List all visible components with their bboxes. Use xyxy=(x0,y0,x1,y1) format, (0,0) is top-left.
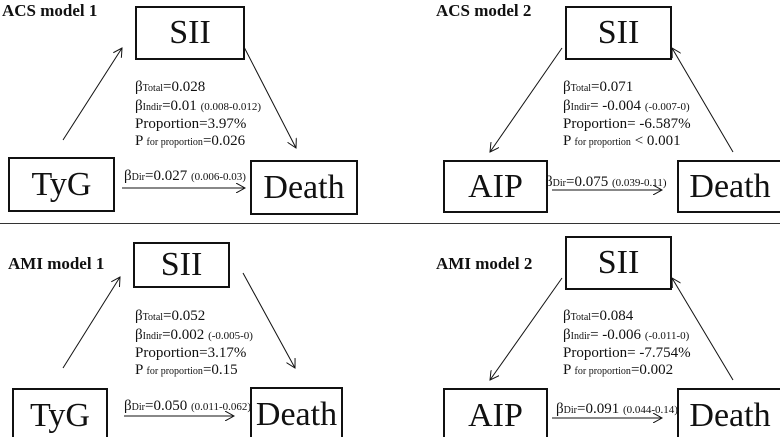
direct-effect-label: βDir=0.075 (0.039-0.11) xyxy=(545,174,667,190)
mediator-box: SII xyxy=(565,6,672,60)
direct-effect-label: βDir=0.027 (0.006-0.03) xyxy=(124,168,246,184)
outcome-box: Death xyxy=(677,160,780,213)
stats-block: βTotal=0.084 βIndir= -0.006 (-0.011-0) P… xyxy=(563,308,691,378)
arrow-outcome-to-mediator xyxy=(672,48,734,153)
stats-block: βTotal=0.052 βIndir=0.002 (-0.005-0) Pro… xyxy=(135,308,253,378)
direct-effect-label: βDir=0.091 (0.044-0.14) xyxy=(556,401,678,417)
mediator-box: SII xyxy=(133,242,230,288)
mediator-box: SII xyxy=(565,236,672,290)
arrow-outcome-to-mediator xyxy=(672,278,734,381)
outcome-box: Death xyxy=(250,387,343,437)
exposure-box: TyG xyxy=(12,388,108,437)
outcome-box: Death xyxy=(250,160,358,215)
stats-block: βTotal=0.028 βIndir=0.01 (0.008-0.012) P… xyxy=(135,79,262,149)
exposure-box: TyG xyxy=(8,157,115,212)
arrow-exposure-to-mediator xyxy=(62,277,120,369)
panel-title: AMI model 1 xyxy=(8,254,105,273)
mediator-box: SII xyxy=(135,6,245,60)
exposure-box: AIP xyxy=(443,388,548,437)
outcome-box: Death xyxy=(677,388,780,437)
arrow-mediator-to-outcome xyxy=(242,272,295,368)
arrow-mediator-to-exposure xyxy=(490,47,563,152)
stats-block: βTotal=0.071 βIndir= -0.004 (-0.007-0) P… xyxy=(563,79,691,149)
arrow-exposure-to-mediator xyxy=(62,48,122,141)
panel-title: AMI model 2 xyxy=(436,254,533,273)
panel-title: ACS model 2 xyxy=(436,1,532,20)
direct-effect-label: βDir=0.050 (0.011-0.062) xyxy=(124,398,252,414)
arrow-mediator-to-outcome xyxy=(242,44,296,148)
divider xyxy=(0,223,780,224)
exposure-box: AIP xyxy=(443,160,548,213)
arrow-mediator-to-exposure xyxy=(490,277,563,380)
panel-title: ACS model 1 xyxy=(2,1,98,20)
